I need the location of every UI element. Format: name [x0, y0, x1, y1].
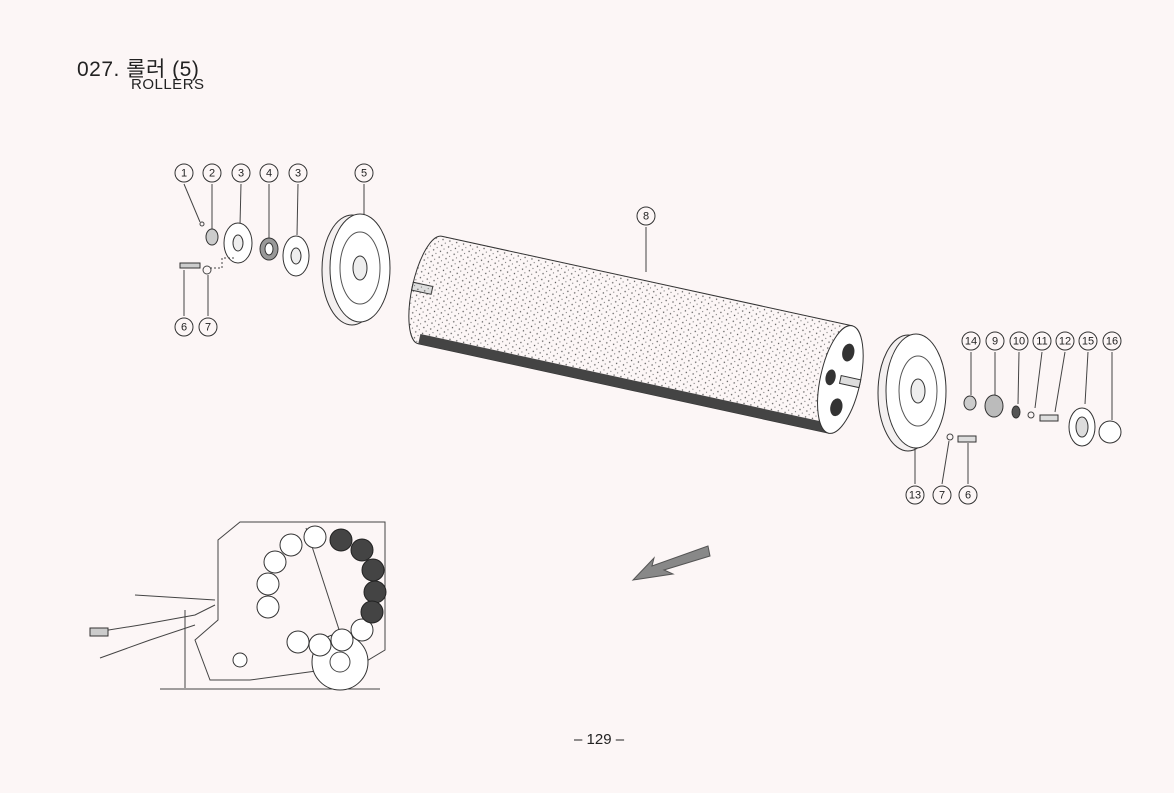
- callout-number: 12: [1059, 336, 1071, 348]
- part-callout: 6: [174, 317, 194, 337]
- callout-number: 14: [965, 336, 977, 348]
- callout-circle: [1032, 331, 1052, 351]
- part-callout: 3: [288, 163, 308, 183]
- callout-number: 2: [209, 168, 215, 180]
- callout-circle: [259, 163, 279, 183]
- callout-circle: [636, 206, 656, 226]
- part-callout: 13: [905, 485, 925, 505]
- callout-circle: [198, 317, 218, 337]
- callout-number: 13: [909, 490, 921, 502]
- callout-circle: [1009, 331, 1029, 351]
- callout-circle: [1078, 331, 1098, 351]
- part-callout: 12: [1055, 331, 1075, 351]
- callout-circle: [961, 331, 981, 351]
- callout-number: 5: [361, 168, 367, 180]
- callout-circle: [354, 163, 374, 183]
- part-callout: 7: [198, 317, 218, 337]
- end-plate-right: [877, 333, 977, 485]
- right-hardware: [963, 351, 1122, 447]
- callout-circle: [958, 485, 978, 505]
- callout-number: 7: [205, 322, 211, 334]
- callout-number: 8: [643, 211, 649, 223]
- part-callout: 6: [958, 485, 978, 505]
- callout-circle: [1102, 331, 1122, 351]
- callout-circle: [932, 485, 952, 505]
- part-callout: 9: [985, 331, 1005, 351]
- callout-number: 3: [295, 168, 301, 180]
- callout-circle: [202, 163, 222, 183]
- callout-number: 1: [181, 168, 187, 180]
- callout-number: 16: [1106, 336, 1118, 348]
- part-callout: 5: [354, 163, 374, 183]
- page-number: – 129 –: [574, 731, 625, 748]
- left-hardware: [179, 183, 310, 316]
- end-plate-left: [321, 184, 391, 326]
- part-callout: 2: [202, 163, 222, 183]
- part-callout: 11: [1032, 331, 1052, 351]
- part-callout: 3: [231, 163, 251, 183]
- callout-number: 4: [266, 168, 272, 180]
- callout-number: 3: [238, 168, 244, 180]
- callout-number: 10: [1013, 336, 1025, 348]
- callout-circle: [288, 163, 308, 183]
- callout-circle: [231, 163, 251, 183]
- callout-number: 15: [1082, 336, 1094, 348]
- callout-circle: [174, 317, 194, 337]
- page-subtitle: ROLLERS: [131, 76, 205, 93]
- roller: [408, 235, 864, 434]
- part-callout: 4: [259, 163, 279, 183]
- callout-circle: [174, 163, 194, 183]
- part-callout: 1: [174, 163, 194, 183]
- part-callout: 7: [932, 485, 952, 505]
- callout-circle: [985, 331, 1005, 351]
- part-callout: 16: [1102, 331, 1122, 351]
- direction-arrow-icon: [631, 545, 711, 581]
- callout-number: 6: [181, 322, 187, 334]
- callout-number: 11: [1036, 336, 1047, 348]
- callout-number: 6: [965, 490, 971, 502]
- callout-circle: [1055, 331, 1075, 351]
- callout-number: 9: [992, 336, 998, 348]
- part-callout: 15: [1078, 331, 1098, 351]
- part-callout: 10: [1009, 331, 1029, 351]
- part-callout: 8: [636, 206, 656, 226]
- part-callout: 14: [961, 331, 981, 351]
- callout-number: 7: [939, 490, 945, 502]
- baler-illustration: [89, 521, 387, 691]
- page-title: 027. 롤러 (5): [77, 58, 200, 81]
- callout-circle: [905, 485, 925, 505]
